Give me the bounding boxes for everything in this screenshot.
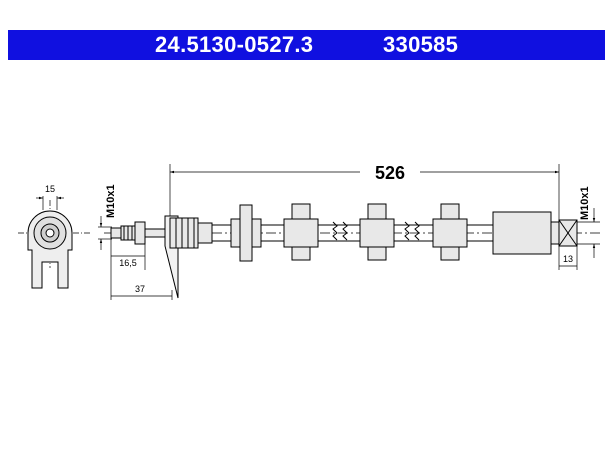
right-fitting (492, 211, 578, 255)
break-marks (332, 221, 420, 241)
overall-length-label: 526 (375, 163, 405, 183)
right-thread-label: M10x1 (579, 186, 591, 220)
part-number: 24.5130-0527.3 (155, 32, 314, 57)
fitting-offset-dimension (110, 270, 173, 300)
right-thread-dimension (577, 208, 600, 258)
left-fitting (110, 215, 213, 299)
hose-clip-3 (359, 203, 395, 261)
overall-length-dimension (169, 164, 560, 220)
left-thread-label: M10x1 (105, 184, 117, 218)
end-view-bracket (18, 196, 92, 289)
end-fitting-dimension (558, 246, 578, 270)
bracket-width-label: 15 (45, 184, 55, 194)
hose-clip-1 (230, 204, 262, 262)
fitting-offset-label: 37 (135, 284, 145, 294)
end-fitting-width-label: 13 (563, 254, 573, 264)
title-bar: 24.5130-0527.3 330585 (8, 30, 605, 60)
nipple-length-dimension (110, 238, 146, 270)
hose-clip-2 (283, 203, 319, 261)
nipple-length-label: 16,5 (119, 258, 137, 268)
left-thread-dimension (98, 216, 112, 250)
hose-clip-4 (432, 203, 468, 261)
reference-number: 330585 (383, 32, 459, 57)
